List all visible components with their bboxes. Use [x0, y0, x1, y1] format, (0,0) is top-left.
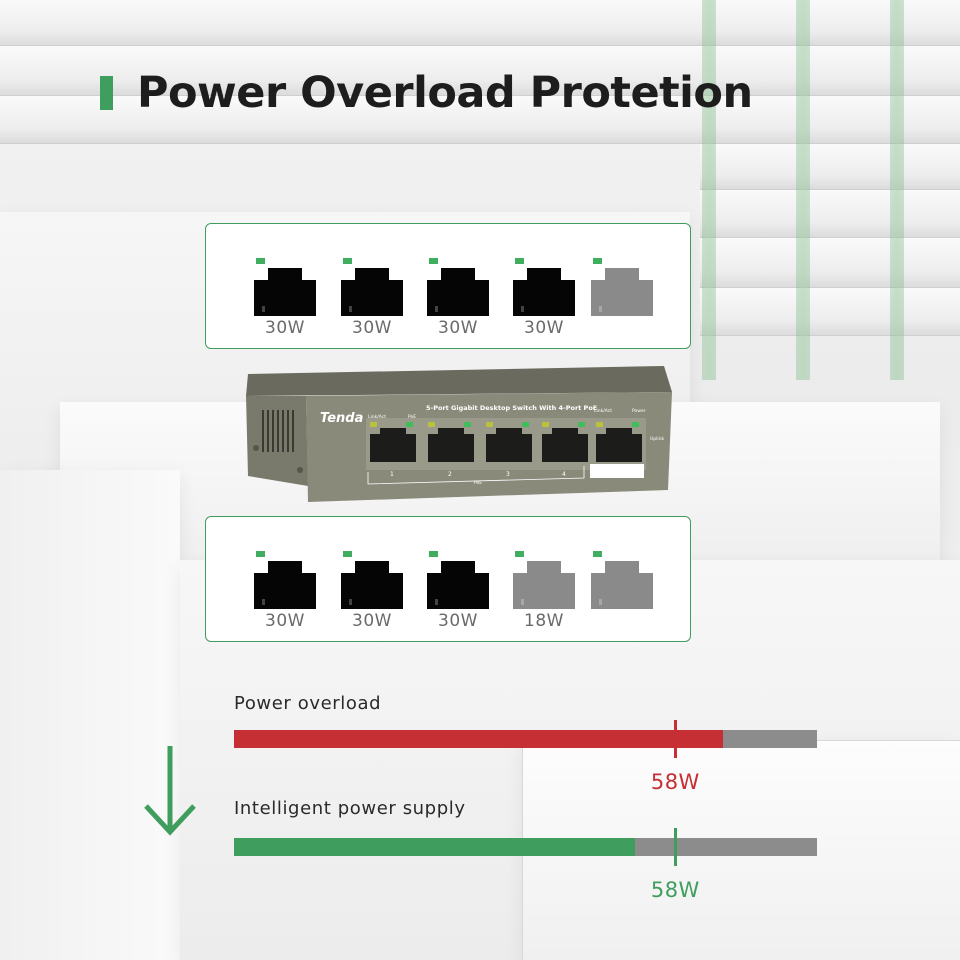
supply-limit-marker — [673, 828, 677, 866]
green-thread — [702, 0, 716, 380]
brand-logo: Tenda — [320, 411, 363, 426]
overload-label: Power overload — [234, 693, 382, 714]
ethernet-port-icon — [513, 561, 575, 609]
port-number: 1 — [390, 471, 394, 478]
supply-label: Intelligent power supply — [234, 798, 466, 819]
overload-limit-text: 58W — [650, 770, 700, 794]
device-port-2: 2 — [428, 422, 474, 478]
link-led-icon — [593, 551, 602, 557]
link-led-icon — [343, 258, 352, 264]
title-accent-bar — [100, 76, 113, 110]
ethernet-port-icon — [254, 268, 316, 316]
link-led-icon — [515, 551, 524, 557]
port-wattage: 30W — [265, 318, 305, 338]
device-port-1: 1 — [370, 422, 416, 478]
device-port-4: 4 — [542, 422, 588, 478]
overload-ports-card: 30W 30W 30W 30W — [205, 223, 691, 349]
blind-slat — [700, 144, 960, 190]
ethernet-port-icon — [254, 561, 316, 609]
link-led-icon — [256, 258, 265, 264]
port-wattage: 30W — [352, 318, 392, 338]
blind-slat — [700, 288, 960, 336]
poe-led-label: PoE — [408, 414, 416, 420]
link-led-icon — [593, 258, 602, 264]
supply-bar-fill — [234, 838, 636, 856]
ethernet-port-icon — [591, 561, 653, 609]
poe-bracket — [367, 466, 585, 485]
link-led-icon — [429, 551, 438, 557]
green-thread — [890, 0, 904, 380]
blind-slat — [0, 0, 960, 46]
ethernet-port-icon — [427, 561, 489, 609]
supply-bar — [234, 838, 817, 856]
device-lid — [246, 366, 672, 396]
ethernet-port-icon — [513, 268, 575, 316]
left-block — [0, 470, 180, 960]
device-port-3: 3 — [486, 422, 532, 478]
green-thread — [796, 0, 810, 380]
blind-slat — [700, 190, 960, 238]
port-wattage: 30W — [524, 318, 564, 338]
ethernet-port-icon — [427, 268, 489, 316]
port-wattage: 30W — [265, 611, 305, 631]
screw-icon — [297, 467, 303, 473]
port-number: 3 — [506, 471, 510, 478]
link-led-icon — [343, 551, 352, 557]
link-led-icon — [429, 258, 438, 264]
supply-ports-card: 30W 30W 30W 18W — [205, 516, 691, 642]
switch-device: Tenda 5-Port Gigabit Desktop Switch With… — [246, 366, 672, 502]
poe-group-label: PoE — [474, 480, 482, 486]
port-number: 4 — [562, 471, 566, 478]
link-act-label-5: Link/Act — [594, 408, 612, 414]
port-wattage: 30W — [438, 318, 478, 338]
port-wattage: 30W — [438, 611, 478, 631]
port-number: 2 — [448, 471, 452, 478]
link-act-label: Link/Act — [368, 414, 386, 420]
arrow-down-icon — [144, 746, 196, 836]
screw-icon — [253, 445, 259, 451]
vent-icon — [262, 410, 294, 452]
ethernet-port-icon — [341, 561, 403, 609]
overload-bar-fill — [234, 730, 723, 748]
supply-limit-text: 58W — [650, 878, 700, 902]
overload-limit-marker — [673, 720, 677, 758]
overload-bar — [234, 730, 817, 748]
power-label: Power — [632, 408, 646, 414]
model-text: 5-Port Gigabit Desktop Switch With 4-Por… — [426, 404, 597, 412]
port-wattage: 18W — [524, 611, 564, 631]
port-wattage: 30W — [352, 611, 392, 631]
link-led-icon — [515, 258, 524, 264]
title-row: Power Overload Protetion — [100, 68, 753, 118]
port5-label-box — [590, 464, 644, 478]
page-title: Power Overload Protetion — [137, 68, 753, 118]
uplink-label: Uplink — [650, 436, 665, 442]
ethernet-port-icon — [341, 268, 403, 316]
ethernet-port-icon — [591, 268, 653, 316]
link-led-icon — [256, 551, 265, 557]
blind-slat — [700, 238, 960, 288]
